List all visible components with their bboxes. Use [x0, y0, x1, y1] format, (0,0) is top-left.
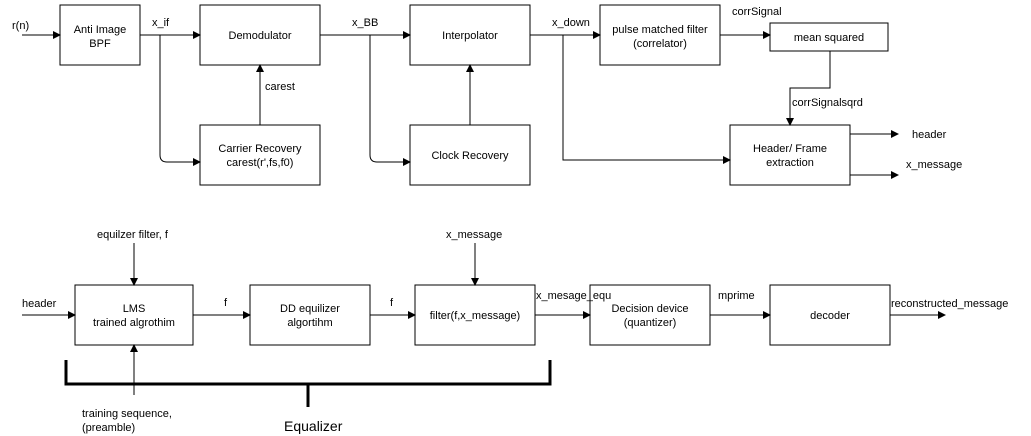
- clock-recovery-label: Clock Recovery: [431, 150, 509, 162]
- lms-block: LMS trained algrothim: [74, 284, 194, 346]
- decoder-label: decoder: [810, 310, 850, 322]
- signal-label-xmessage-in: x_message: [446, 229, 502, 241]
- dd-equalizer-block: DD equilizer algortihm: [249, 284, 371, 346]
- lms-label-1: LMS: [123, 303, 146, 315]
- filter-block: filter(f,x_message): [414, 284, 536, 346]
- signal-label-header-in: header: [22, 298, 57, 310]
- clock-recovery-block: Clock Recovery: [409, 124, 531, 186]
- header-frame-extraction-label-2: extraction: [766, 157, 814, 169]
- equalizer-brace: [64, 360, 552, 386]
- interpolator-block: Interpolator: [409, 4, 531, 66]
- signal-label-equalizer-filter-f: equilzer filter, f: [97, 229, 169, 241]
- signal-label-corrsignal: corrSignal: [732, 6, 782, 18]
- decoder-block: decoder: [769, 284, 891, 346]
- signal-label-rn: r(n): [12, 20, 29, 32]
- anti-image-bpf-block: Anti Image BPF: [59, 4, 141, 66]
- demodulator-block: Demodulator: [199, 4, 321, 66]
- signal-label-training-sequence-2: (preamble): [82, 422, 135, 434]
- carrier-recovery-block: Carrier Recovery carest(r',fs,f0): [199, 124, 321, 186]
- edge-xif-to-carrier-recovery: [159, 35, 201, 166]
- pulse-matched-filter-label-2: (correlator): [633, 38, 687, 50]
- signal-label-f-1: f: [224, 297, 228, 309]
- header-frame-extraction-block: Header/ Frame extraction: [729, 124, 851, 186]
- anti-image-bpf-label-2: BPF: [89, 38, 111, 50]
- signal-label-xbb: x_BB: [352, 17, 378, 29]
- signal-label-reconstructed-message: reconstructed_message: [891, 298, 1008, 310]
- mean-squared-block: mean squared: [769, 22, 889, 52]
- carrier-recovery-label-2: carest(r',fs,f0): [227, 157, 294, 169]
- anti-image-bpf-label-1: Anti Image: [74, 24, 127, 36]
- lms-label-2: trained algrothim: [93, 317, 175, 329]
- demodulator-label: Demodulator: [229, 30, 292, 42]
- mean-squared-label: mean squared: [794, 32, 864, 44]
- carrier-recovery-label-1: Carrier Recovery: [218, 143, 302, 155]
- edge-xdown-to-header-extraction: [562, 35, 731, 164]
- edge-mean-squared-to-header-extraction: [786, 51, 831, 126]
- signal-label-xmessage-out: x_message: [906, 159, 962, 171]
- dd-equalizer-label-2: algortihm: [287, 317, 332, 329]
- signal-label-carest: carest: [265, 81, 295, 93]
- signal-label-mprime: mprime: [718, 290, 755, 302]
- signal-label-xdown: x_down: [552, 17, 590, 29]
- signal-label-f-2: f: [390, 297, 394, 309]
- decision-device-label-2: (quantizer): [624, 317, 677, 329]
- header-frame-extraction-label-1: Header/ Frame: [753, 143, 827, 155]
- interpolator-label: Interpolator: [442, 30, 498, 42]
- dd-equalizer-label-1: DD equilizer: [280, 303, 340, 315]
- edge-xbb-to-clock-recovery: [369, 35, 411, 166]
- filter-block-label: filter(f,x_message): [430, 310, 520, 322]
- decision-device-label-1: Decision device: [611, 303, 688, 315]
- signal-label-corrsignalsqrd: corrSignalsqrd: [792, 97, 863, 109]
- signal-label-training-sequence-1: training sequence,: [82, 408, 172, 420]
- signal-label-header-out: header: [912, 129, 947, 141]
- pulse-matched-filter-label-1: pulse matched filter: [612, 24, 708, 36]
- pulse-matched-filter-block: pulse matched filter (correlator): [599, 4, 721, 66]
- signal-label-xmessage-equ: x_mesage_equ: [536, 290, 611, 302]
- equalizer-group-label: Equalizer: [284, 418, 343, 434]
- decision-device-block: Decision device (quantizer): [589, 284, 711, 346]
- signal-label-xif: x_if: [152, 17, 170, 29]
